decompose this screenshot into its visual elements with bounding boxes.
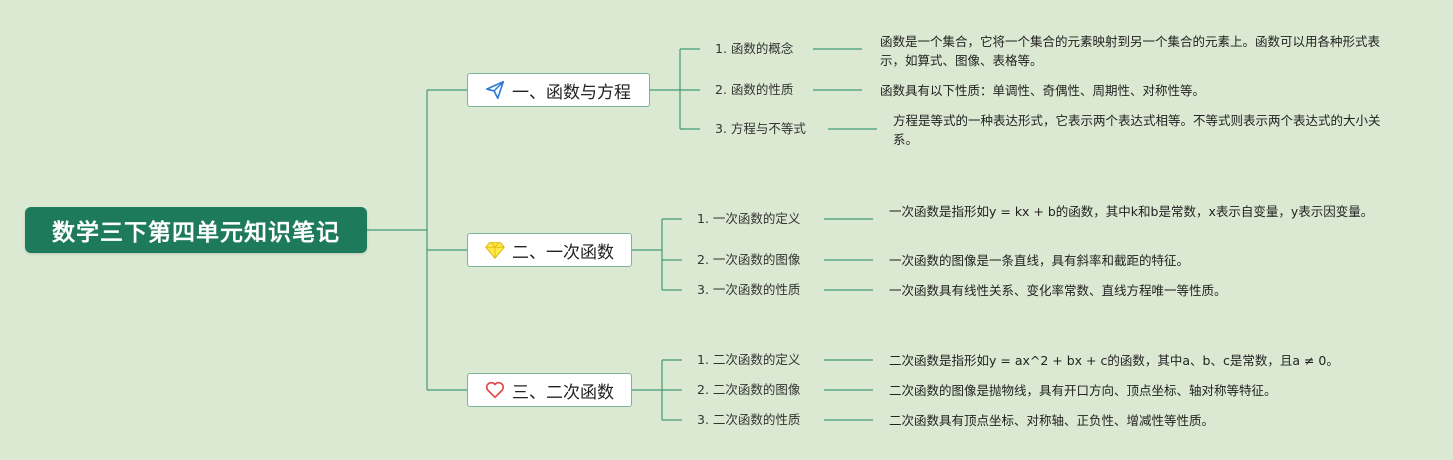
subtopic-2-3[interactable]: 3. 一次函数的性质 [697, 282, 801, 297]
subtopic-1-1[interactable]: 1. 函数的概念 [715, 41, 794, 56]
description-1-2: 函数具有以下性质：单调性、奇偶性、周期性、对称性等。 [880, 83, 1206, 98]
subtopic-1-2[interactable]: 2. 函数的性质 [715, 82, 794, 97]
subtopic-3-1[interactable]: 1. 二次函数的定义 [697, 352, 801, 367]
description-2-2: 一次函数的图像是一条直线，具有斜率和截距的特征。 [889, 253, 1190, 268]
subtopic-1-3[interactable]: 3. 方程与不等式 [715, 121, 806, 136]
topic-linear-function[interactable]: 二、一次函数 [467, 233, 632, 267]
description-1-3: 方程是等式的一种表达形式，它表示两个表达式相等。不等式则表示两个表达式的大小关系… [893, 113, 1381, 147]
diamond-icon [484, 239, 506, 261]
root-title: 数学三下第四单元知识笔记 [52, 220, 340, 246]
topic-label: 三、二次函数 [512, 382, 614, 403]
heart-icon [484, 379, 506, 401]
root-node[interactable]: 数学三下第四单元知识笔记 [25, 207, 367, 253]
subtopic-2-1[interactable]: 1. 一次函数的定义 [697, 211, 801, 226]
subtopic-2-2[interactable]: 2. 一次函数的图像 [697, 252, 801, 267]
topic-quadratic-function[interactable]: 三、二次函数 [467, 373, 632, 407]
subtopic-3-2[interactable]: 2. 二次函数的图像 [697, 382, 801, 397]
topic-label: 一、函数与方程 [512, 82, 631, 103]
description-2-1: 一次函数是指形如y = kx + b的函数，其中k和b是常数，x表示自变量，y表… [889, 204, 1374, 219]
description-2-3: 一次函数具有线性关系、变化率常数、直线方程唯一等性质。 [889, 283, 1227, 298]
description-1-1: 函数是一个集合，它将一个集合的元素映射到另一个集合的元素上。函数可以用各种形式表… [880, 34, 1381, 68]
description-3-1: 二次函数是指形如y = ax^2 + bx + c的函数，其中a、b、c是常数，… [889, 353, 1339, 368]
description-3-3: 二次函数具有顶点坐标、对称轴、正负性、增减性等性质。 [889, 413, 1215, 428]
paper-plane-icon [484, 79, 506, 101]
topic-functions-equations[interactable]: 一、函数与方程 [467, 73, 650, 107]
topic-label: 二、一次函数 [512, 242, 614, 263]
description-3-2: 二次函数的图像是抛物线，具有开口方向、顶点坐标、轴对称等特征。 [889, 383, 1277, 398]
subtopic-3-3[interactable]: 3. 二次函数的性质 [697, 412, 801, 427]
